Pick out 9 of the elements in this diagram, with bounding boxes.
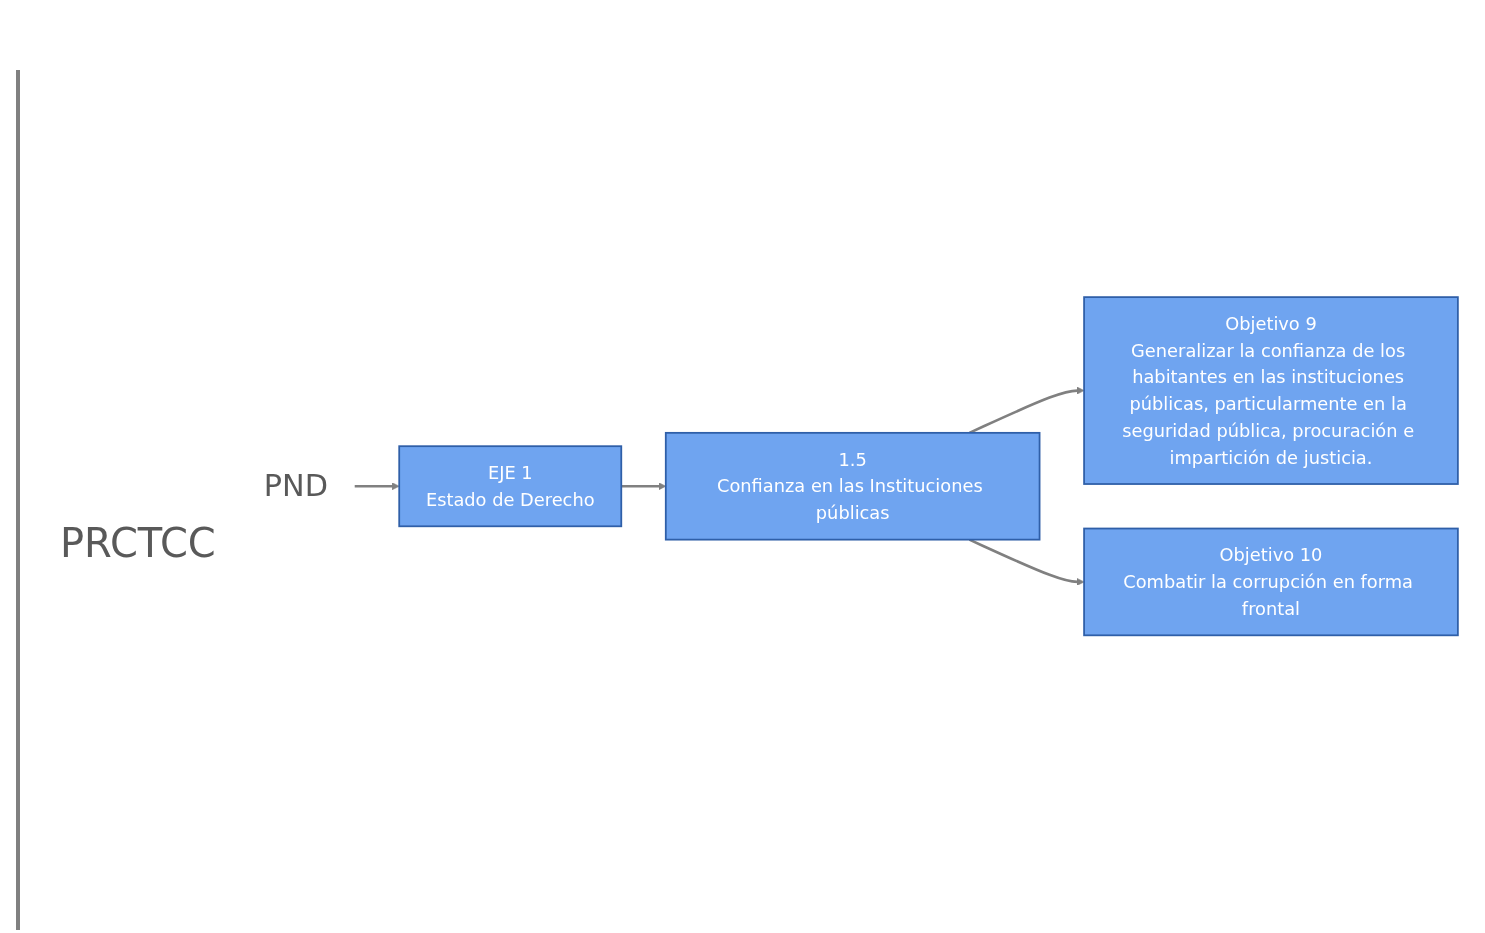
side-label: PRCTCC (60, 520, 216, 566)
arrow (968, 386, 1085, 435)
node-box: 1.5 Confianza en las Instituciones públicas (664, 432, 1041, 541)
node-box: Objetivo 10 Combatir la corrupción en forma frontal (1083, 527, 1459, 637)
arrow (354, 482, 400, 491)
arrow (968, 538, 1085, 587)
node-box: EJE 1 Estado de Derecho (398, 445, 623, 528)
node-text: PND (263, 468, 329, 504)
node-box: Objetivo 9 Generalizar la confianza de los habitantes en las instituciones públicas, particularmente en la seguridad pública, procuración e impartición de justicia. (1083, 296, 1459, 486)
